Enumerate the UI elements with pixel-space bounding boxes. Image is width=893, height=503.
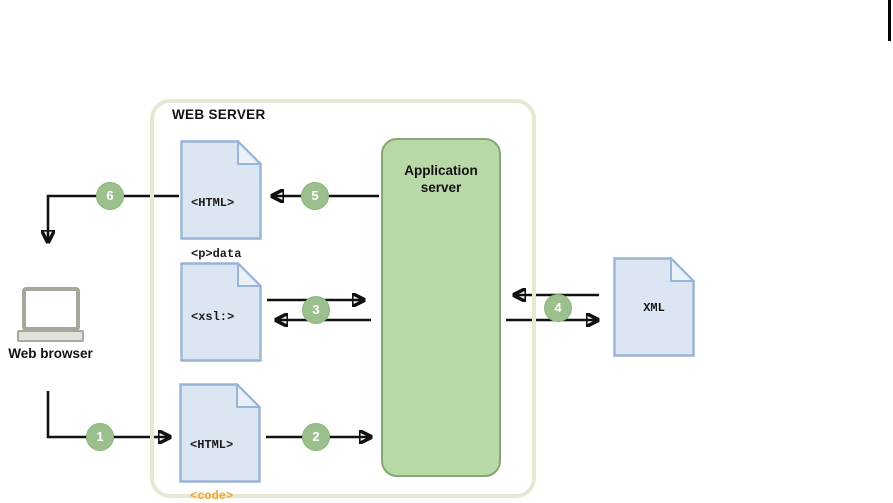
application-server-label: Application server (404, 163, 478, 195)
step-marker-1: 1 (86, 423, 114, 451)
document-html-source: <HTML> <code> </HTML> (179, 383, 261, 503)
step-marker-6: 6 (96, 182, 124, 210)
document-icon (179, 383, 261, 483)
document-html-output: <HTML> <p>data </HTML> (180, 140, 262, 312)
document-xsl: <xsl:> </xsl:> (180, 262, 262, 435)
step-marker-5: 5 (301, 182, 329, 210)
page-edge-mark (888, 0, 891, 41)
web-browser-label: Web browser (8, 346, 93, 361)
document-icon (180, 262, 262, 362)
laptop-icon (22, 287, 80, 331)
document-icon (180, 140, 262, 240)
document-icon (613, 257, 695, 357)
application-server-box: Application server (381, 138, 501, 477)
code-tag-highlighted: <code> (190, 489, 234, 503)
web-server-label: WEB SERVER (172, 107, 266, 122)
laptop-base (17, 330, 84, 342)
step-marker-4: 4 (544, 294, 572, 322)
xml-label: XML (643, 301, 665, 315)
step-marker-2: 2 (302, 423, 330, 451)
step-marker-3: 3 (302, 296, 330, 324)
web-server-container (150, 99, 536, 498)
document-xml: XML (613, 257, 695, 357)
document-code-text: <HTML> <code> </HTML> (190, 403, 260, 503)
